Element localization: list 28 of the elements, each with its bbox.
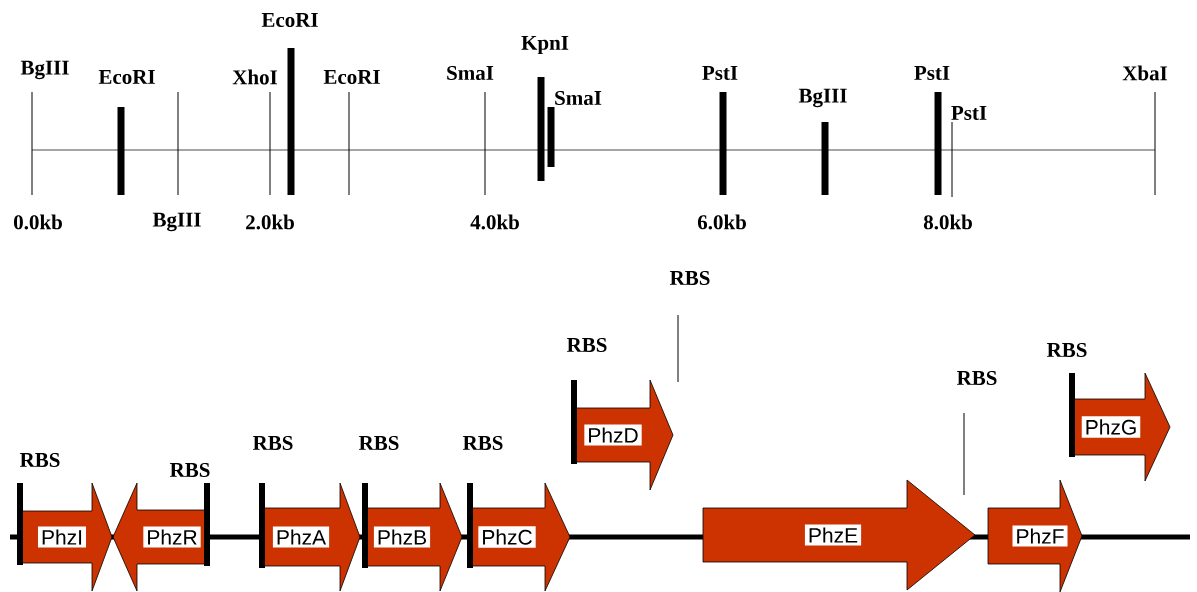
- rbs-label: RBS: [252, 435, 293, 451]
- site-label: EcoRI: [323, 70, 380, 84]
- rbs-label: RBS: [956, 370, 997, 386]
- rbs-label: RBS: [169, 462, 210, 478]
- site-label: EcoRI: [98, 70, 155, 84]
- scale-label: 0.0kb: [14, 214, 62, 230]
- site-label: PstI: [914, 66, 950, 80]
- site-label: BgIII: [152, 212, 201, 232]
- site-label: KpnI: [521, 35, 569, 55]
- site-label: BgIII: [798, 88, 847, 108]
- rbs-label: RBS: [669, 270, 710, 286]
- rbs-label: RBS: [566, 337, 607, 353]
- site-label: XhoI: [232, 69, 278, 85]
- site-label: BgIII: [20, 60, 69, 80]
- site-label: SmaI: [447, 65, 494, 81]
- scale-label: 2.0kb: [246, 214, 294, 230]
- site-label: EcoRI: [261, 13, 318, 27]
- site-label: PstI: [702, 66, 738, 80]
- site-label: SmaI: [555, 90, 602, 106]
- site-label: XbaI: [1122, 65, 1168, 81]
- scale-label: 8.0kb: [923, 214, 972, 230]
- rbs-label: RBS: [1046, 342, 1087, 358]
- scale-label: 6.0kb: [697, 214, 746, 230]
- rbs-label: RBS: [358, 435, 399, 451]
- site-label: PstI: [951, 106, 987, 120]
- scale-label: 4.0kb: [470, 214, 519, 230]
- rbs-label: RBS: [462, 435, 503, 451]
- rbs-label: RBS: [19, 452, 60, 468]
